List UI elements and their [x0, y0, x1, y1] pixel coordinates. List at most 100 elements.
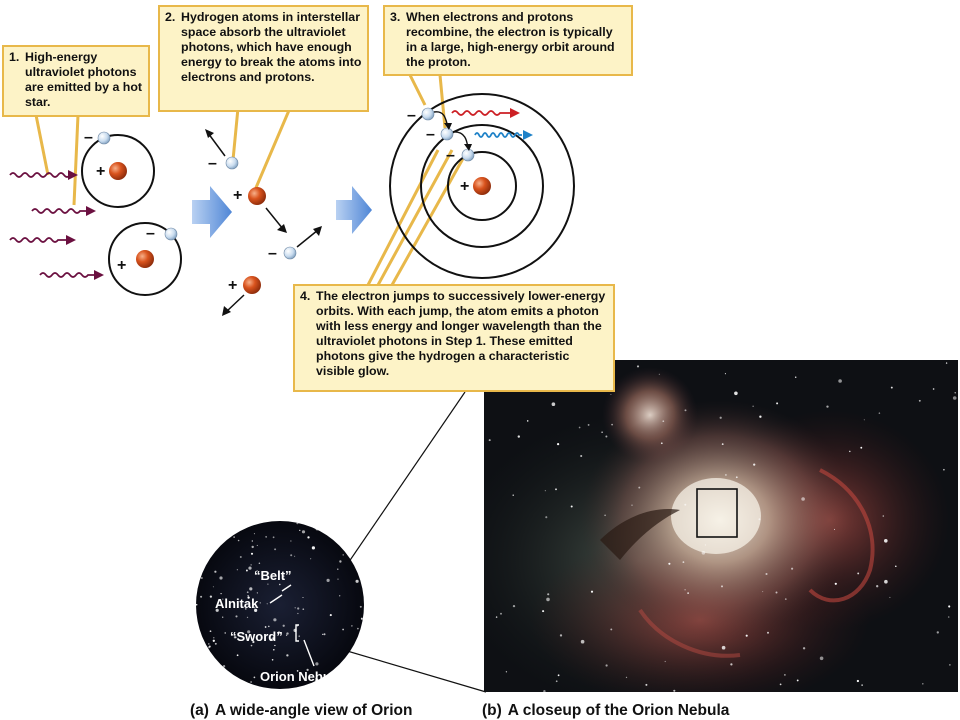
nebula-star: [720, 585, 724, 588]
step1-pointer: [34, 114, 80, 206]
nebula-star: [884, 579, 888, 584]
nebula-star: [860, 446, 863, 449]
nebula-star: [687, 592, 689, 594]
sky-star: [247, 595, 249, 597]
sky-star: [273, 648, 275, 651]
sky-star: [238, 681, 241, 684]
sky-star: [355, 579, 359, 583]
sky-star: [213, 687, 216, 689]
sky-star: [315, 662, 319, 666]
free-electron-2-arrowhead: [313, 226, 322, 236]
nebula-star: [889, 596, 891, 598]
sky-disc: [196, 521, 364, 689]
sky-star: [220, 592, 222, 595]
belt-label: “Belt”: [254, 568, 292, 583]
caption-a-text: A wide-angle view of Orion: [214, 702, 413, 719]
nebula-star: [662, 420, 665, 423]
sky-star: [246, 591, 249, 594]
nebula-star: [876, 585, 879, 588]
sky-star: [297, 607, 300, 610]
atom2-minus: –: [146, 225, 155, 242]
step-4-number: 4.: [300, 289, 311, 303]
callout-step-3: 3. When electrons and protons recombine,…: [383, 5, 633, 76]
sky-star: [323, 633, 326, 636]
free-proton-1: [248, 187, 266, 205]
sky-star: [235, 636, 237, 639]
sky-star: [283, 575, 285, 578]
nebula-star: [759, 415, 762, 418]
sky-star: [322, 633, 324, 636]
electron-inner: [461, 148, 475, 162]
nebula-star: [878, 412, 881, 414]
uv-photon-arrowheads: [66, 170, 104, 280]
sky-star: [224, 632, 226, 634]
nebula-star: [779, 683, 782, 686]
sky-star: [298, 635, 300, 637]
sky-star: [356, 655, 359, 658]
nebula-star: [578, 426, 581, 429]
sky-star: [201, 641, 203, 644]
free-proton-2: [243, 276, 261, 294]
sky-star: [250, 681, 252, 683]
central-proton: [473, 177, 491, 195]
closeup-region-box: [696, 488, 738, 538]
nebula-star: [551, 402, 556, 407]
nebula-star: [545, 516, 548, 519]
sky-star: [306, 668, 309, 672]
caption-a: (a)A wide-angle view of Orion: [190, 702, 412, 720]
sky-star: [307, 536, 310, 539]
sword-bracket: [295, 624, 299, 642]
sky-star: [245, 608, 247, 610]
sky-star: [337, 578, 339, 580]
orion-nebula-label: Orion Nebula: [260, 669, 342, 684]
sky-star: [277, 631, 281, 634]
free-proton-1-arrowhead: [277, 224, 287, 233]
sky-star: [250, 644, 253, 647]
central-plus: +: [460, 178, 469, 195]
sky-star: [345, 549, 348, 552]
sky-star: [318, 524, 321, 527]
orbit-outer: [389, 93, 575, 279]
step-1-number: 1.: [9, 50, 20, 64]
nebula-red-filament-1: [808, 468, 875, 603]
sky-star: [256, 570, 258, 572]
nebula-star: [664, 660, 666, 663]
sky-star: [267, 583, 269, 585]
sky-star: [270, 638, 273, 640]
nebula-star: [547, 593, 550, 596]
uv-arrowhead-4: [94, 270, 104, 280]
sky-star: [294, 555, 296, 557]
nebula-star: [721, 443, 724, 445]
sky-star: [202, 662, 205, 665]
nebula-star: [611, 423, 613, 426]
atom1-orbit: [81, 134, 155, 208]
nebula-star: [762, 591, 764, 593]
nebula-star: [610, 393, 612, 395]
nebula-dust-lane: [600, 509, 680, 560]
step-1-text: High-energy ultraviolet photons are emit…: [25, 50, 143, 109]
nebula-star: [949, 664, 951, 666]
sky-star: [355, 542, 358, 545]
orion-nebula-photo: [484, 360, 958, 692]
nebula-bright-center: [671, 478, 761, 554]
blue-photon-arrowhead: [523, 130, 533, 140]
uv-photon-4: [39, 272, 96, 278]
sky-star: [258, 562, 261, 565]
sky-star: [357, 570, 361, 574]
nebula-star: [556, 442, 560, 446]
free-electron-2: [283, 246, 297, 260]
alnitak-pointer: [269, 594, 283, 604]
nebula-star: [863, 419, 865, 421]
sky-star: [282, 624, 285, 627]
sky-star: [254, 608, 258, 613]
sky-star: [208, 643, 210, 645]
nebula-star: [776, 402, 779, 405]
sky-star: [222, 665, 226, 668]
nebula-star: [856, 679, 860, 683]
sword-label: “Sword”: [230, 629, 283, 644]
nebula-star: [701, 551, 706, 555]
uv-arrowhead-1: [68, 170, 78, 180]
nebula-star: [943, 468, 945, 471]
sky-star: [342, 628, 344, 631]
